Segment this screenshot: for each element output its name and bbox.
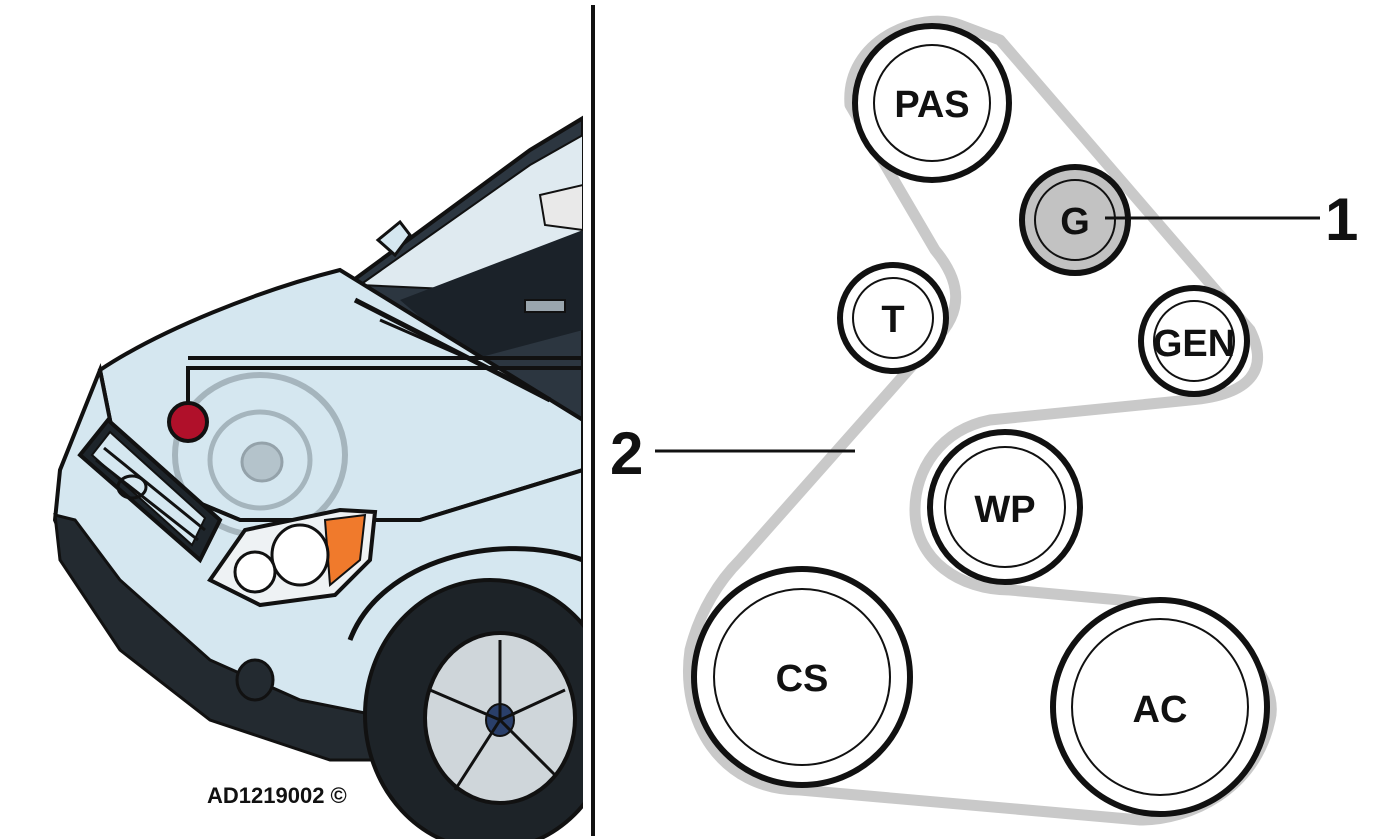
pulley-ac: AC	[1050, 597, 1270, 817]
svg-text:CS: CS	[776, 658, 829, 700]
pulley-gen: GEN	[1138, 285, 1250, 397]
engine-location-marker	[167, 401, 209, 443]
svg-text:AC: AC	[1133, 689, 1188, 731]
car-illustration: AD1219002 ©	[52, 115, 583, 839]
spare-wheel-ghost	[172, 372, 348, 538]
svg-text:GEN: GEN	[1153, 323, 1235, 365]
front-wheel	[363, 578, 583, 839]
svg-text:G: G	[1060, 201, 1090, 243]
callout-1-number: 1	[1325, 186, 1358, 253]
pulley-wp: WP	[927, 429, 1083, 585]
belt-routing: PAS G T GEN WP CS	[610, 15, 1358, 826]
hood	[97, 267, 583, 522]
callout-2-number: 2	[610, 420, 643, 487]
svg-text:T: T	[881, 299, 904, 341]
pulley-cs: CS	[691, 566, 913, 788]
svg-text:PAS: PAS	[894, 84, 969, 126]
pulley-pas: PAS	[852, 23, 1012, 183]
svg-text:WP: WP	[974, 489, 1035, 531]
pulley-t: T	[837, 262, 949, 374]
pulley-g: G	[1019, 164, 1131, 276]
figure-code: AD1219002 ©	[207, 783, 347, 808]
